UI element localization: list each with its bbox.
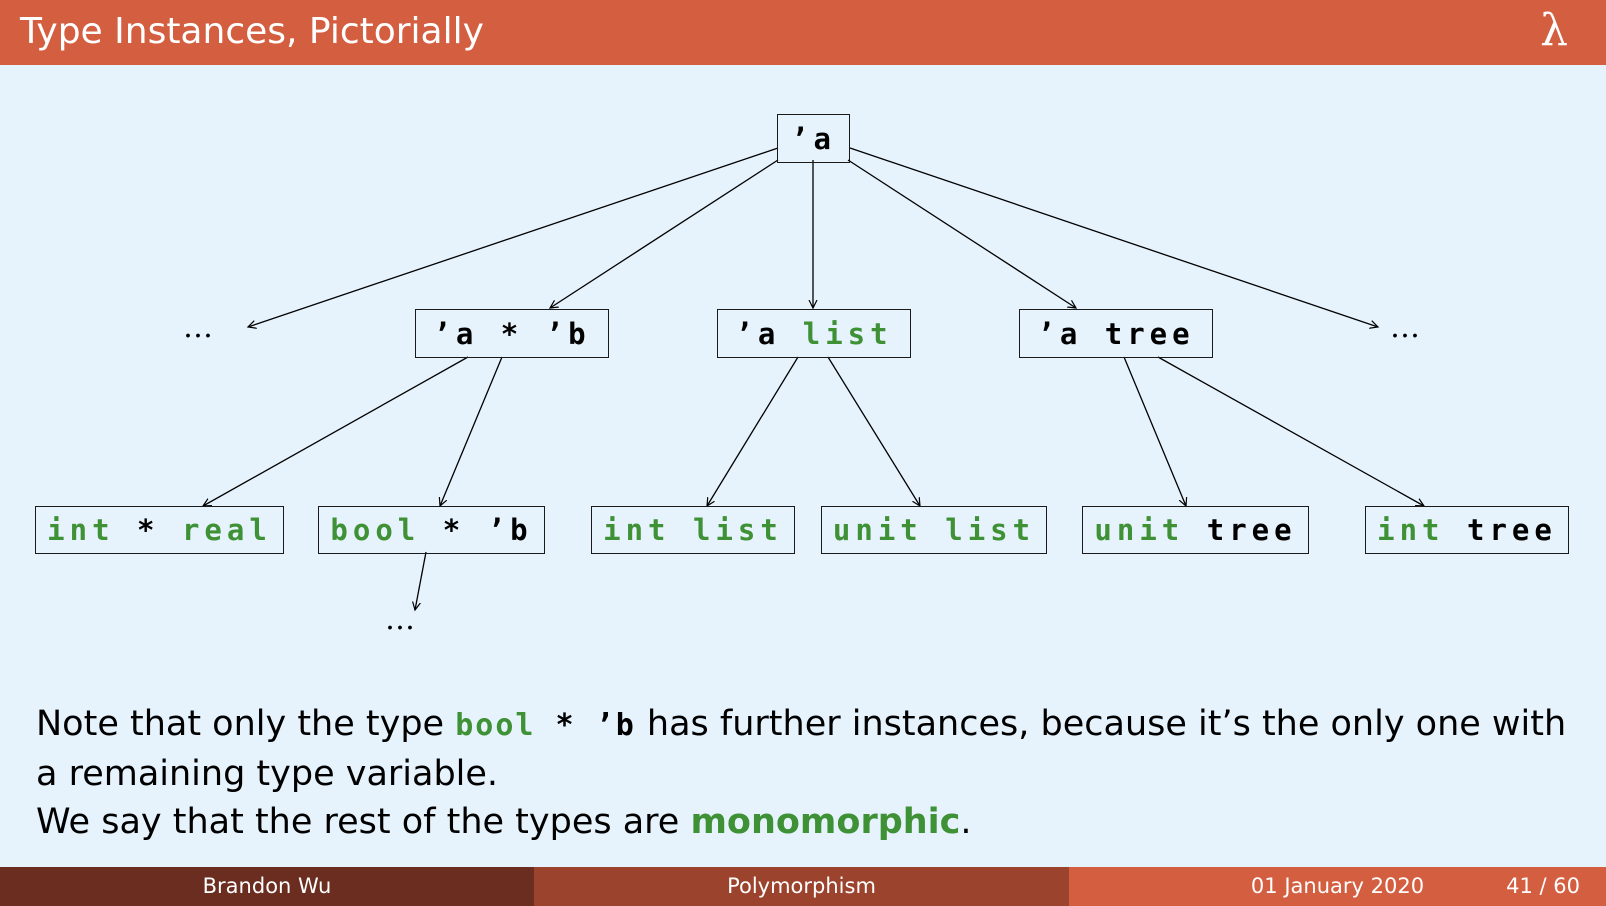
edge-root-to-pair	[550, 159, 779, 308]
diagram-edges	[0, 147, 1606, 685]
edge-root-to-left-ellipsis	[248, 147, 779, 327]
body-text-2a: We say that the rest of the types are	[36, 802, 691, 842]
bool-b-b: ’b	[487, 513, 533, 547]
int-list-con: list	[693, 513, 783, 547]
body-text-1b: has further instances, because it’s the …	[36, 704, 1567, 794]
bool-b-op: *	[442, 513, 466, 547]
list-a: ’a	[735, 316, 781, 351]
edge-list-to-int-list	[707, 356, 799, 506]
title-bar: Type Instances, Pictorially λ	[0, 0, 1606, 65]
edge-tree-to-int-tree	[1157, 356, 1424, 506]
footer-date-section: 01 January 2020 41 / 60	[1069, 867, 1606, 906]
node-pair-a-b: ’a * ’b	[415, 309, 609, 358]
tree-con: tree	[1104, 316, 1195, 351]
edge-list-to-unit-list	[827, 356, 920, 506]
ellipsis-bottom: …	[385, 602, 417, 637]
int-list-a: int	[603, 513, 671, 547]
list-con: list	[802, 316, 893, 351]
node-int-tree: int tree	[1365, 506, 1569, 554]
footer: Brandon Wu Polymorphism 01 January 2020 …	[0, 867, 1606, 906]
node-unit-list: unit list	[821, 506, 1047, 554]
int-real-op: *	[137, 513, 160, 547]
node-int-list: int list	[591, 506, 795, 554]
body-paragraph-1: Note that only the type bool * ’b has fu…	[36, 700, 1576, 798]
node-root-label: ’a	[791, 121, 836, 156]
unit-list-a: unit	[832, 513, 923, 547]
int-real-a: int	[47, 513, 115, 547]
body-text-1a: Note that only the type	[36, 704, 456, 744]
footer-date: 01 January 2020	[1250, 874, 1425, 898]
node-unit-tree: unit tree	[1082, 506, 1309, 554]
unit-tree-con: tree	[1206, 513, 1297, 547]
code-bool: bool	[455, 708, 536, 743]
unit-tree-a: unit	[1094, 513, 1185, 547]
pair-b: ’b	[545, 316, 591, 351]
edge-root-to-right-ellipsis	[849, 147, 1378, 327]
unit-list-con: list	[945, 513, 1036, 547]
pair-op: *	[500, 316, 524, 351]
node-bool-b: bool * ’b	[318, 506, 545, 554]
body-paragraph-2: We say that the rest of the types are mo…	[36, 798, 1576, 846]
node-a-list: ’a list	[717, 309, 911, 358]
edge-pair-to-bool-b	[440, 356, 503, 506]
footer-author: Brandon Wu	[0, 867, 534, 906]
type-instance-diagram: ’a … … … ’a * ’b ’a list ’a tree int * r…	[0, 65, 1606, 685]
int-real-b: real	[181, 513, 272, 547]
pair-a: ’a	[433, 316, 479, 351]
slide-title: Type Instances, Pictorially	[20, 11, 484, 52]
edge-bool-b-to-ellipsis	[415, 551, 427, 610]
keyword-monomorphic: monomorphic	[690, 802, 961, 842]
slide-body-text: Note that only the type bool * ’b has fu…	[36, 700, 1576, 846]
footer-topic: Polymorphism	[534, 867, 1069, 906]
code-star-b: * ’b	[535, 708, 636, 743]
edge-pair-to-int-real	[203, 356, 469, 506]
node-int-real: int * real	[35, 506, 284, 554]
edge-root-to-tree	[847, 159, 1076, 308]
edge-tree-to-unit-tree	[1123, 356, 1186, 506]
footer-page-number: 41 / 60	[1506, 874, 1580, 898]
int-tree-con: tree	[1467, 513, 1557, 547]
tree-a: ’a	[1037, 316, 1083, 351]
ellipsis-left: …	[183, 310, 215, 345]
bool-b-a: bool	[330, 513, 421, 547]
lambda-logo-icon: λ	[1540, 5, 1568, 56]
ellipsis-right: …	[1390, 310, 1422, 345]
body-text-2b: .	[960, 802, 972, 842]
node-a-tree: ’a tree	[1019, 309, 1213, 358]
node-root: ’a	[777, 114, 850, 163]
int-tree-a: int	[1377, 513, 1445, 547]
